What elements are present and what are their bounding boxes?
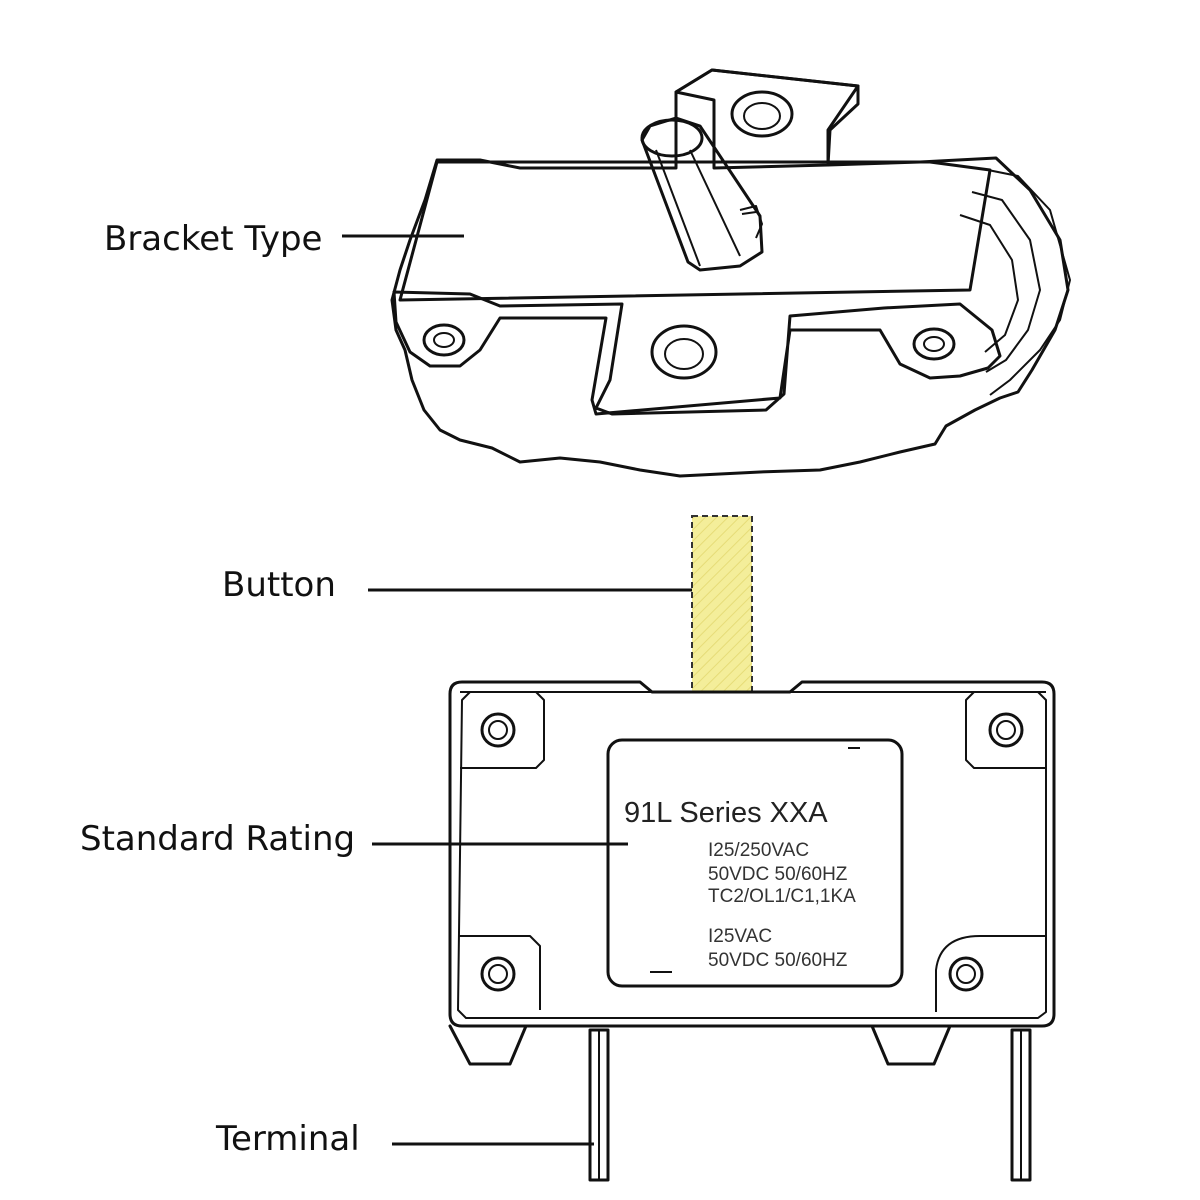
callout-terminal: Terminal — [215, 1119, 594, 1159]
callout-button: Button — [222, 565, 692, 605]
switch-body — [448, 680, 1056, 1182]
terminal-right — [1010, 1028, 1032, 1182]
callout-label-standard-rating: Standard Rating — [80, 819, 355, 859]
bracket-type-part — [390, 68, 1071, 478]
rating-label-plate: 91L Series XXA I25/250VAC 50VDC 50/60HZ … — [606, 738, 904, 988]
plate-spec-line: I25/250VAC — [708, 840, 809, 861]
plate-spec-line: I25VAC — [708, 926, 772, 947]
button-plunger — [691, 515, 753, 693]
plate-spec-line: 50VDC 50/60HZ — [708, 950, 848, 971]
callout-label-terminal: Terminal — [215, 1119, 360, 1159]
callout-standard-rating: Standard Rating — [80, 819, 628, 859]
callout-label-bracket-type: Bracket Type — [104, 219, 322, 259]
plate-title: 91L Series XXA — [624, 797, 828, 829]
plate-spec-line: TC2/OL1/C1,1KA — [708, 886, 856, 907]
callout-bracket-type: Bracket Type — [104, 219, 464, 259]
terminal-left — [588, 1028, 610, 1182]
callout-label-button: Button — [222, 565, 336, 605]
actuator-post — [640, 116, 764, 272]
plate-spec-line: 50VDC 50/60HZ — [708, 864, 848, 885]
